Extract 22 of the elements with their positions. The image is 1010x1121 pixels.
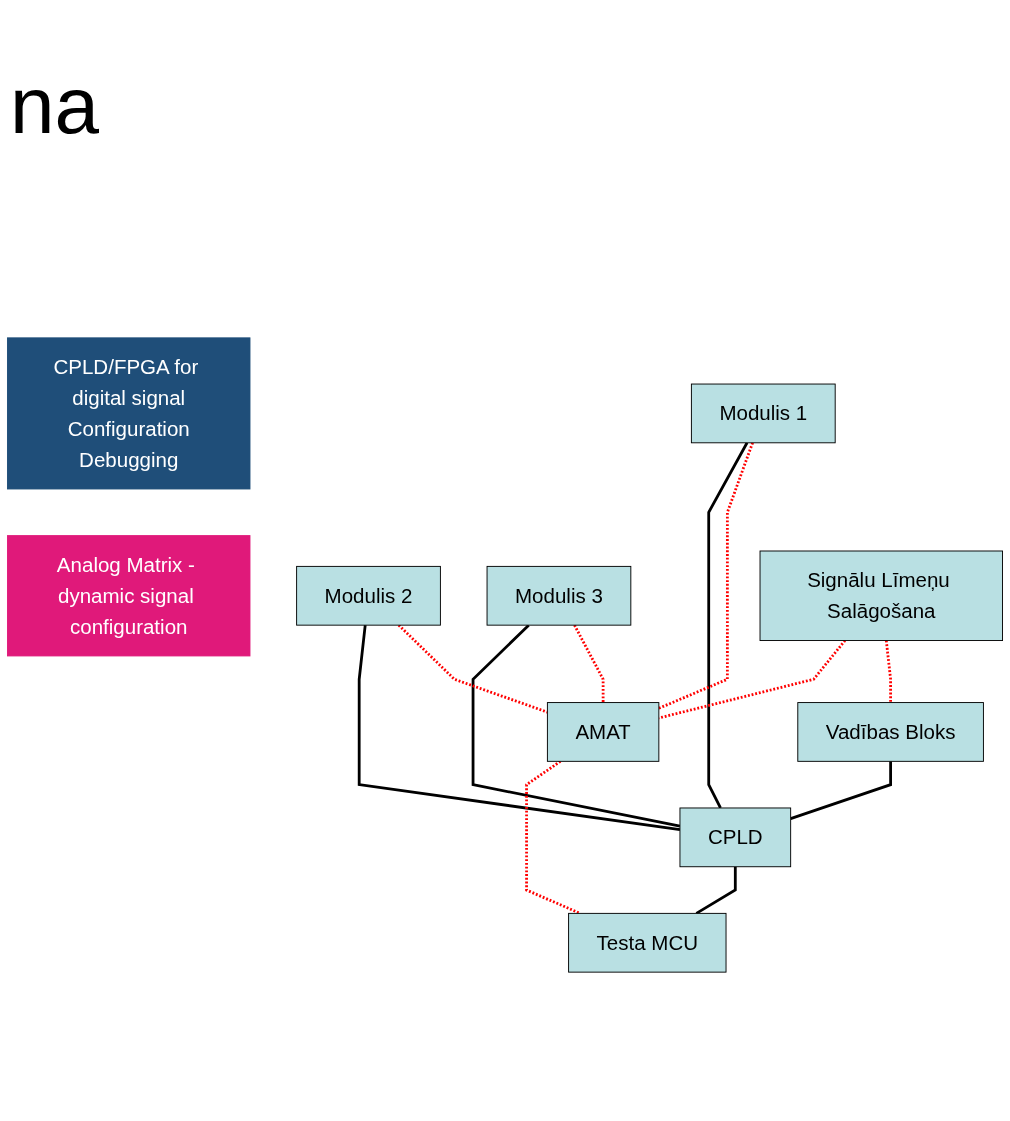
connector: [658, 639, 847, 720]
connector: [397, 624, 548, 714]
node-box: CPLD: [679, 807, 792, 868]
node-box: Vadības Bloks: [797, 702, 984, 762]
connector: [658, 442, 754, 710]
connector: [525, 760, 581, 915]
title-fragment: na: [10, 60, 99, 152]
connector: [695, 866, 737, 915]
connector: [471, 624, 681, 828]
node-box: Signālu Līmeņu Salāgošana: [759, 550, 1003, 641]
node-box: Analog Matrix - dynamic signal configuration: [7, 535, 251, 657]
connector: [707, 442, 749, 809]
connector: [573, 624, 605, 703]
node-box: Modulis 2: [296, 565, 441, 626]
node-box: AMAT: [546, 702, 660, 762]
connector: [884, 640, 892, 703]
node-box: Modulis 1: [690, 383, 836, 444]
connector: [790, 761, 892, 820]
node-box: Testa MCU: [568, 912, 727, 973]
node-box: CPLD/FPGA for digital signal Configuration Debugging: [7, 337, 251, 490]
connector: [357, 625, 681, 831]
node-box: Modulis 3: [486, 565, 632, 626]
